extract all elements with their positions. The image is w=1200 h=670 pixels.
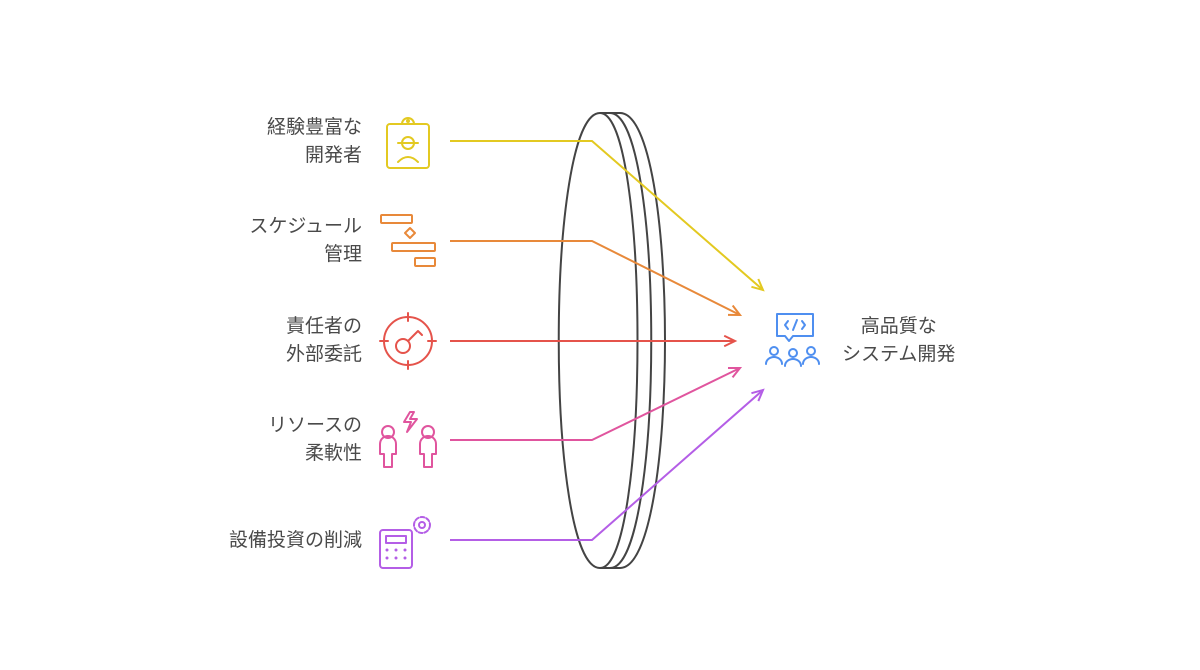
output-label-quality-system-development: 高品質な システム開発 xyxy=(842,315,956,365)
arrowhead-0 xyxy=(751,278,765,292)
arrowhead-4 xyxy=(751,388,765,402)
arrow-3 xyxy=(450,367,741,441)
arrow-1 xyxy=(450,240,741,316)
key-target-icon xyxy=(379,312,437,370)
arrowhead-3 xyxy=(727,366,743,379)
calculator-gear-icon xyxy=(379,516,431,569)
team-code-icon xyxy=(765,313,820,367)
input-label-capex-reduction: 設備投資の削減 xyxy=(228,529,362,551)
arrow-0 xyxy=(450,140,764,291)
input-label-outsourced-manager: 責任者の 外部委託 xyxy=(285,315,362,365)
worker-badge-icon xyxy=(386,117,430,169)
gantt-schedule-icon xyxy=(380,214,436,267)
arrowhead-2 xyxy=(723,334,738,348)
input-label-experienced-developers: 経験豊富な 開発者 xyxy=(266,116,362,166)
arrow-4 xyxy=(450,389,764,541)
arrowhead-1 xyxy=(727,304,743,317)
people-swap-icon xyxy=(379,411,437,468)
input-label-schedule-management: スケジュール 管理 xyxy=(249,215,362,265)
input-label-resource-flexibility: リソースの 柔軟性 xyxy=(267,414,362,464)
